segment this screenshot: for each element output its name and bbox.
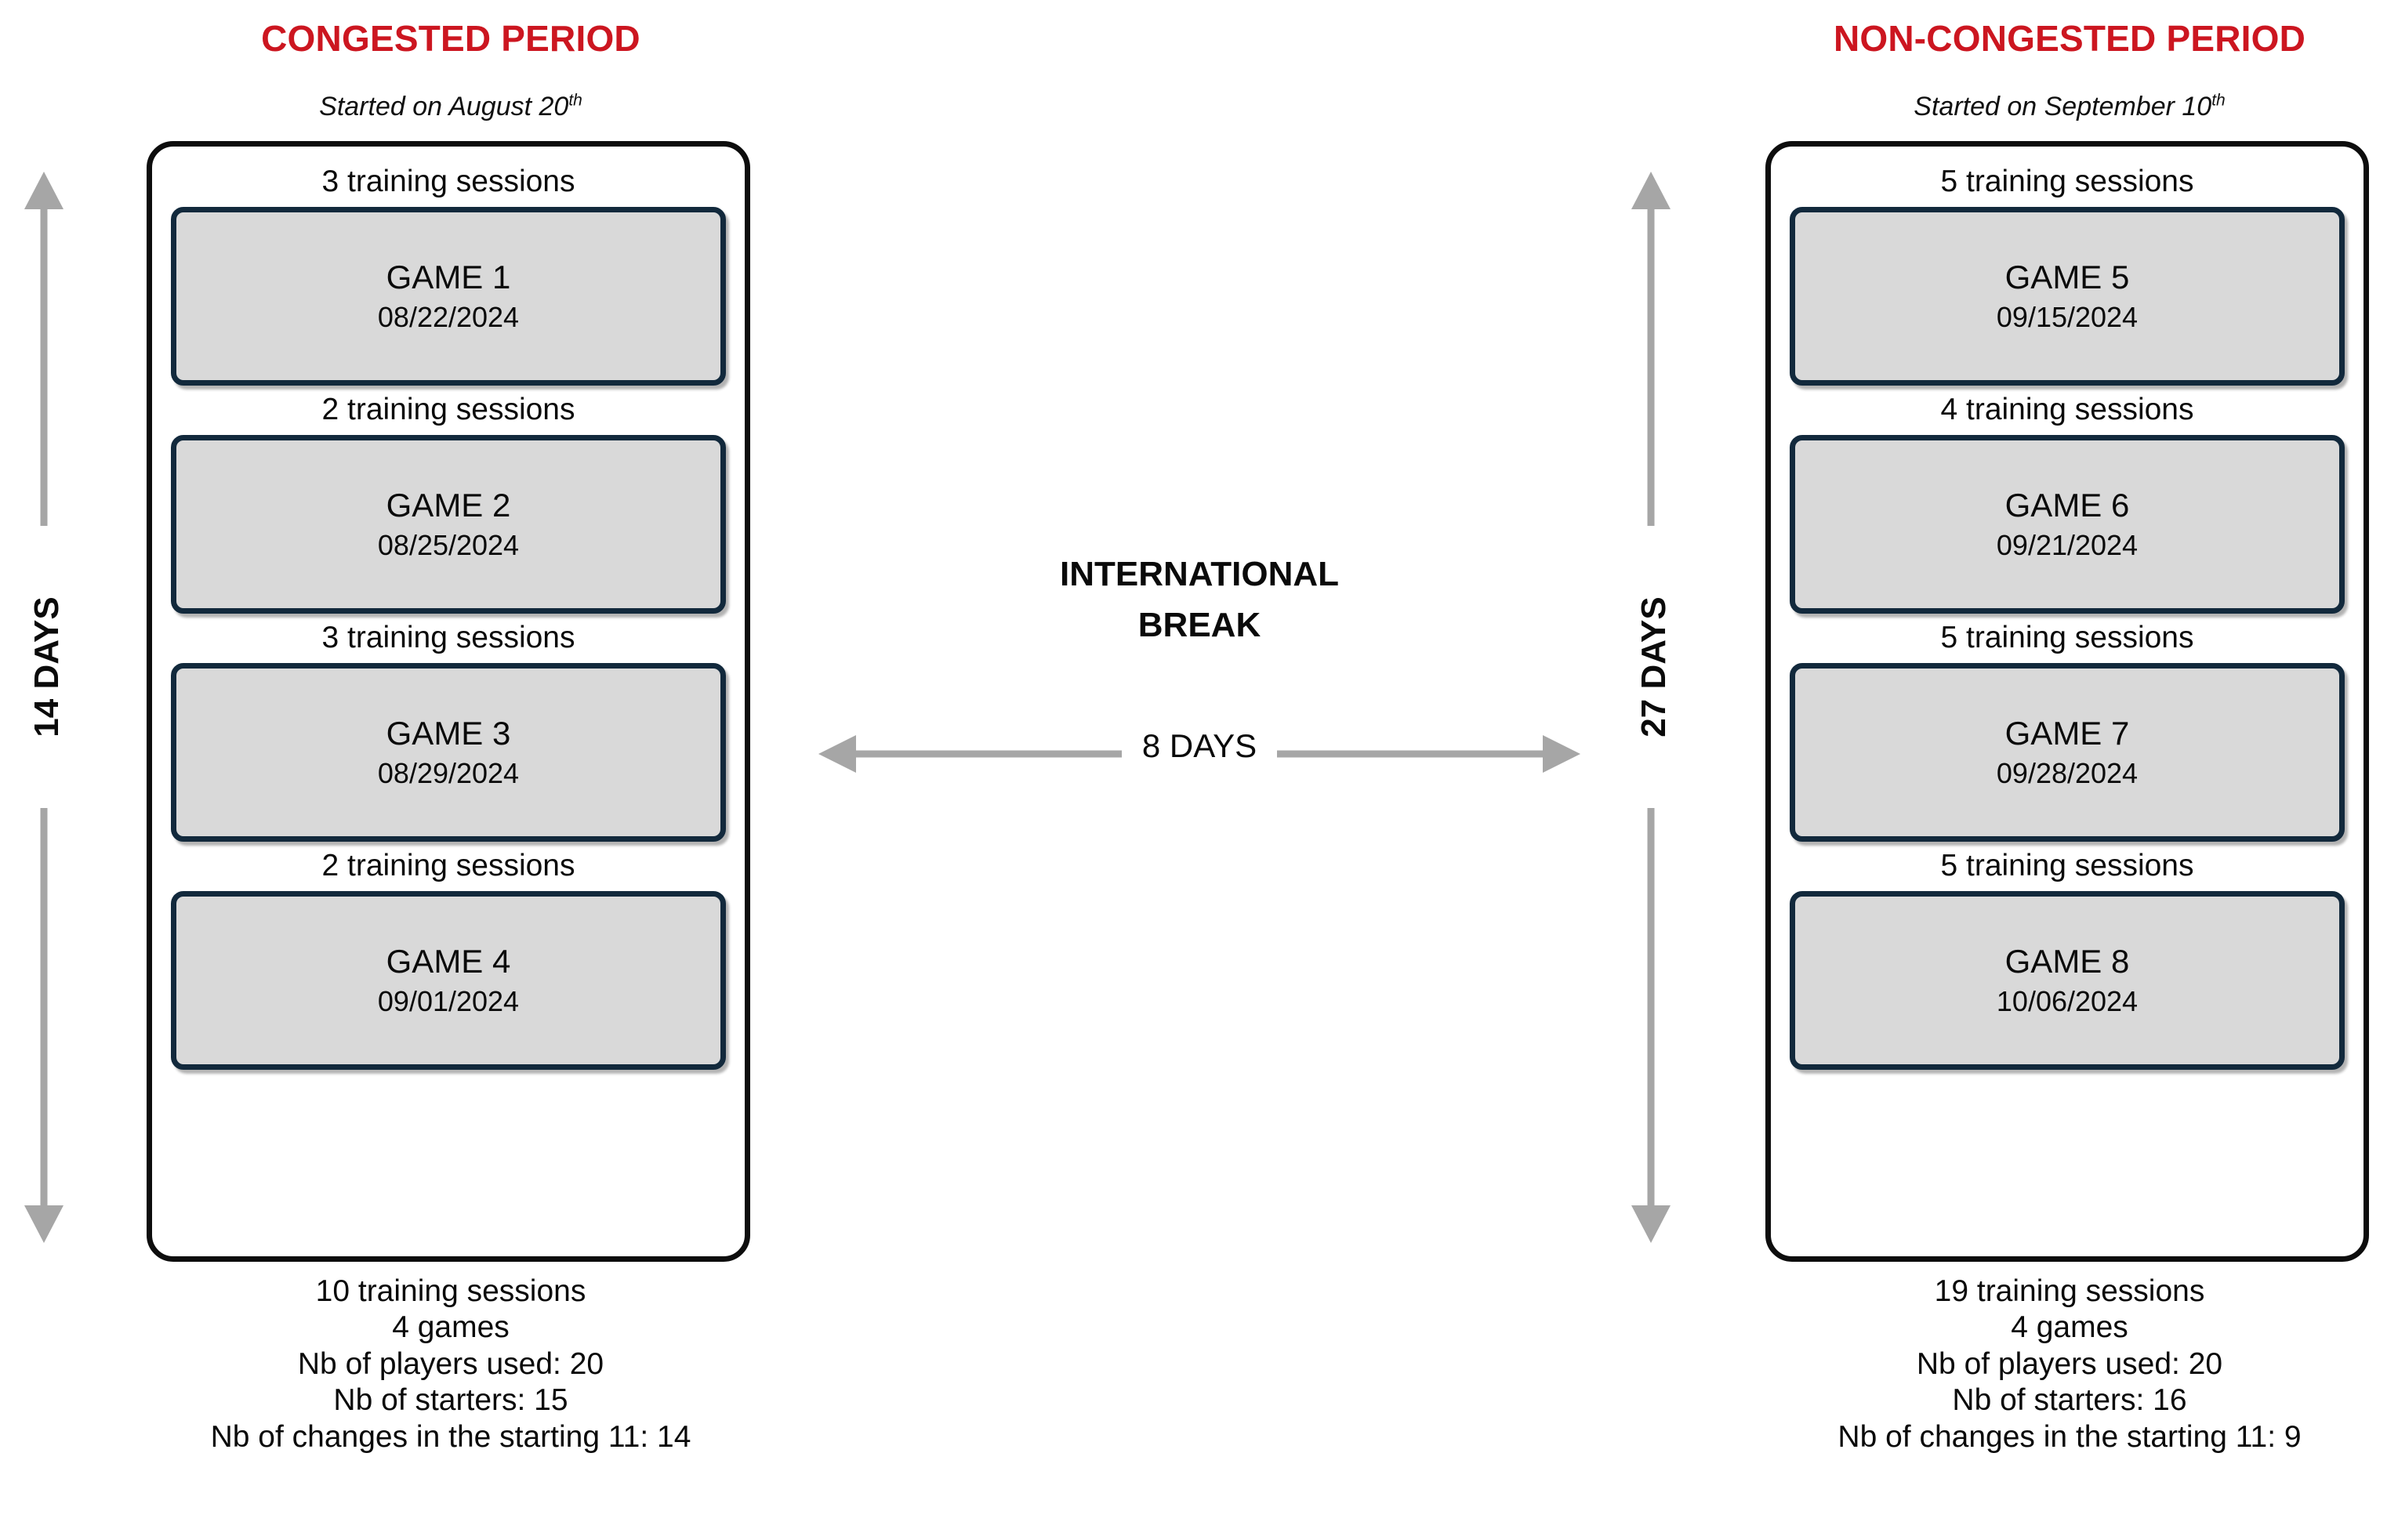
summary-line: 19 training sessions bbox=[1934, 1274, 2205, 1308]
period-box-noncongested: 5 training sessions GAME 5 09/15/2024 4 … bbox=[1765, 141, 2369, 1262]
summary-line: Nb of players used: 20 bbox=[297, 1346, 604, 1381]
international-break-title: INTERNATIONAL BREAK bbox=[815, 549, 1584, 650]
period-title-congested: CONGESTED PERIOD bbox=[261, 18, 640, 59]
period-title-noncongested: NON-CONGESTED PERIOD bbox=[1833, 18, 2306, 59]
game-card[interactable]: GAME 5 09/15/2024 bbox=[1790, 206, 2345, 386]
training-label: 5 training sessions bbox=[1940, 848, 2194, 882]
period-subtitle-ordinal-congested: th bbox=[568, 91, 582, 110]
training-label: 5 training sessions bbox=[1940, 620, 2194, 654]
period-subtitle-noncongested: Started on September 10th bbox=[1678, 92, 2398, 122]
game-card[interactable]: GAME 8 10/06/2024 bbox=[1790, 890, 2345, 1070]
period-subtitle-text-noncongested: Started on September 10 bbox=[1914, 92, 2212, 121]
game-name: GAME 5 bbox=[2004, 258, 2130, 295]
international-break-section: INTERNATIONAL BREAK 8 DAYS bbox=[815, 549, 1584, 831]
game-date: 10/06/2024 bbox=[1996, 984, 2139, 1017]
game-name: GAME 8 bbox=[2004, 942, 2130, 980]
game-name: GAME 6 bbox=[2004, 486, 2130, 524]
period-box-congested: 3 training sessions GAME 1 08/22/2024 2 … bbox=[147, 141, 750, 1262]
game-date: 09/01/2024 bbox=[377, 984, 520, 1017]
summary-line: Nb of starters: 16 bbox=[1952, 1383, 2187, 1418]
game-card[interactable]: GAME 1 08/22/2024 bbox=[171, 206, 726, 386]
period-column-congested: CONGESTED PERIOD Started on August 20th … bbox=[59, 0, 843, 1540]
training-label: 2 training sessions bbox=[321, 392, 575, 426]
game-card[interactable]: GAME 4 09/01/2024 bbox=[171, 890, 726, 1070]
game-date: 08/22/2024 bbox=[377, 300, 520, 333]
duration-arrow-noncongested: 27 DAYS bbox=[1607, 168, 1701, 1246]
game-card[interactable]: GAME 7 09/28/2024 bbox=[1790, 662, 2345, 842]
break-duration-value: 8 DAYS bbox=[1121, 727, 1278, 764]
game-name: GAME 2 bbox=[386, 486, 511, 524]
game-date: 09/15/2024 bbox=[1996, 300, 2139, 333]
game-name: GAME 3 bbox=[386, 714, 511, 752]
break-duration-label: 8 DAYS bbox=[815, 727, 1584, 765]
duration-label-noncongested: 27 DAYS bbox=[1630, 526, 1678, 808]
period-summary-noncongested: 19 training sessions 4 games Nb of playe… bbox=[1631, 1274, 2398, 1455]
game-date: 09/28/2024 bbox=[1996, 756, 2139, 789]
summary-line: 10 training sessions bbox=[315, 1274, 586, 1308]
period-summary-congested: 10 training sessions 4 games Nb of playe… bbox=[12, 1274, 890, 1455]
duration-arrow-congested: 14 DAYS bbox=[0, 168, 94, 1246]
break-duration-row: 8 DAYS bbox=[815, 723, 1584, 785]
summary-line: Nb of changes in the starting 11: 14 bbox=[210, 1419, 691, 1454]
game-date: 08/25/2024 bbox=[377, 528, 520, 561]
period-subtitle-ordinal-noncongested: th bbox=[2211, 91, 2226, 110]
summary-line: 4 games bbox=[2011, 1310, 2128, 1345]
game-card[interactable]: GAME 2 08/25/2024 bbox=[171, 434, 726, 614]
period-subtitle-congested: Started on August 20th bbox=[59, 92, 843, 122]
game-name: GAME 1 bbox=[386, 258, 511, 295]
game-date: 08/29/2024 bbox=[377, 756, 520, 789]
summary-line: Nb of players used: 20 bbox=[1916, 1346, 2223, 1381]
game-card[interactable]: GAME 6 09/21/2024 bbox=[1790, 434, 2345, 614]
game-card[interactable]: GAME 3 08/29/2024 bbox=[171, 662, 726, 842]
game-name: GAME 7 bbox=[2004, 714, 2130, 752]
training-label: 3 training sessions bbox=[321, 165, 575, 198]
international-break-line1: INTERNATIONAL bbox=[1059, 555, 1340, 593]
summary-line: 4 games bbox=[392, 1310, 510, 1345]
training-label: 3 training sessions bbox=[321, 620, 575, 654]
period-subtitle-text-congested: Started on August 20 bbox=[319, 92, 569, 121]
training-label: 2 training sessions bbox=[321, 848, 575, 882]
summary-line: Nb of changes in the starting 11: 9 bbox=[1837, 1419, 2302, 1454]
game-date: 09/21/2024 bbox=[1996, 528, 2139, 561]
summary-line: Nb of starters: 15 bbox=[333, 1383, 568, 1418]
period-column-noncongested: NON-CONGESTED PERIOD Started on Septembe… bbox=[1678, 0, 2398, 1540]
training-label: 5 training sessions bbox=[1940, 165, 2194, 198]
training-label: 4 training sessions bbox=[1940, 392, 2194, 426]
game-name: GAME 4 bbox=[386, 942, 511, 980]
international-break-line2: BREAK bbox=[1137, 606, 1261, 645]
